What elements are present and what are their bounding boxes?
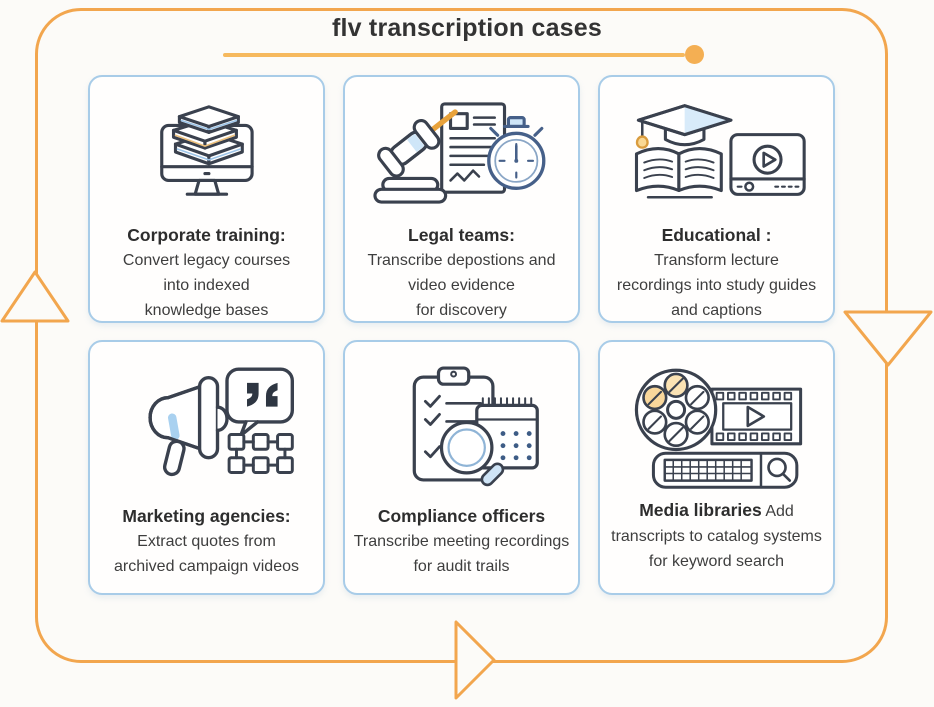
card-description-text: Add transcripts to catalog systems for k… — [611, 503, 822, 570]
card-description: Extract quotes from archived campaign vi… — [114, 533, 299, 575]
card-title: Legal teams: — [408, 225, 515, 245]
film-reel-keyboard-search-icon — [634, 368, 802, 489]
card-description: Transform lecture recordings into study … — [616, 252, 817, 319]
card-title: Corporate training: — [127, 225, 286, 245]
card-legal-teams: Legal teams: Transcribe depostions and v… — [343, 75, 580, 323]
title-underline-dot-icon — [685, 45, 704, 64]
graduation-book-video-icon — [634, 104, 806, 199]
card-description: Media libraries Add transcripts to catal… — [609, 498, 824, 574]
card-title: Compliance officers — [377, 506, 546, 526]
page-title: flv transcription cases — [332, 14, 602, 42]
clipboard-magnifier-calendar-icon — [413, 366, 540, 487]
title-underline — [223, 53, 685, 57]
card-description: Transcribe depostions and video evidence… — [367, 252, 556, 319]
books-on-monitor-icon — [159, 105, 254, 196]
card-marketing-agencies: Marketing agencies: Extract quotes from … — [88, 340, 325, 595]
megaphone-quote-orgchart-icon — [148, 367, 295, 477]
card-title: Media libraries — [639, 500, 762, 520]
card-description: Transcribe meeting recordings for audit … — [353, 533, 570, 575]
card-title: Educational : — [661, 225, 772, 245]
card-title: Marketing agencies: — [122, 506, 291, 526]
card-description: Convert legacy courses into indexed know… — [122, 252, 291, 319]
card-media-libraries: Media libraries Add transcripts to catal… — [598, 340, 835, 595]
gavel-document-stopwatch-icon — [373, 102, 546, 204]
card-compliance-officers: Compliance officers Transcribe meeting r… — [343, 340, 580, 595]
use-case-grid: Corporate training: Convert legacy cours… — [88, 75, 835, 595]
card-educational: Educational : Transform lecture recordin… — [598, 75, 835, 323]
card-corporate-training: Corporate training: Convert legacy cours… — [88, 75, 325, 323]
